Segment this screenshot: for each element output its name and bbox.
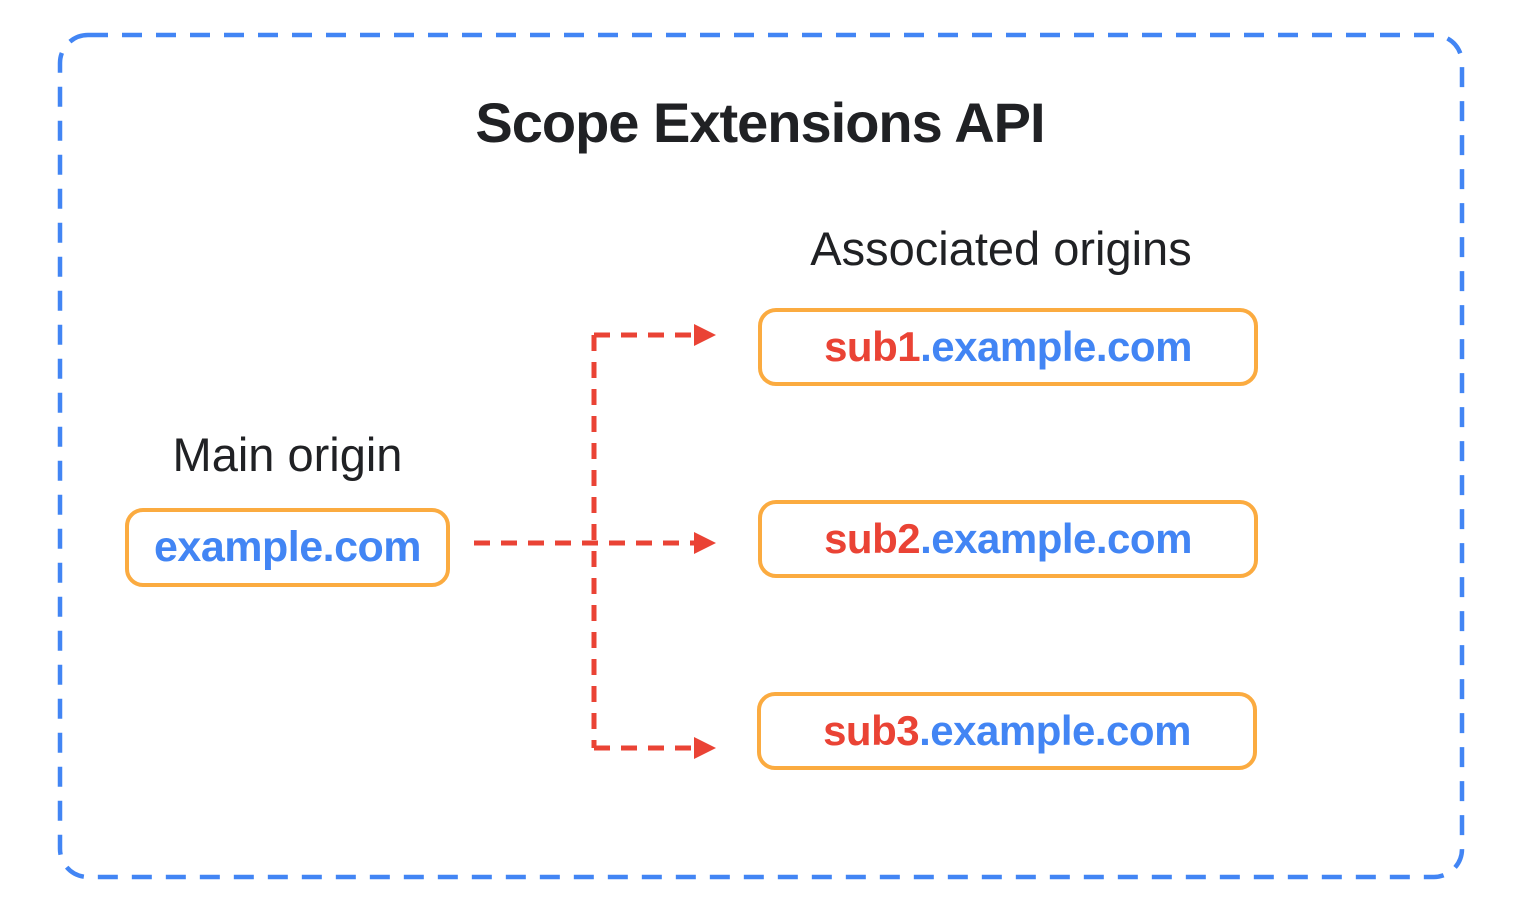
associated-origin-box-sub3: sub3.example.com [757,692,1257,770]
diagram-title: Scope Extensions API [475,91,1045,154]
main-origin-domain: example.com [154,523,421,571]
sub3-subdomain-text: sub3 [823,707,920,754]
connectors [474,324,716,759]
scope-boundary-border [57,32,1465,880]
arrowhead-sub3-icon [694,737,716,759]
associated-origin-box-sub1: sub1.example.com [758,308,1258,386]
arrowhead-sub1-icon [694,324,716,346]
sub3-domain-suffix-text: .example.com [919,707,1191,754]
main-origin-label: Main origin [172,428,403,481]
sub2-domain-suffix-text: .example.com [920,515,1192,562]
sub1-domain-suffix-text: .example.com [920,323,1192,370]
sub1-subdomain-text: sub1 [824,323,921,370]
associated-origins-label: Associated origins [810,222,1192,275]
arrowhead-sub2-icon [694,532,716,554]
sub2-subdomain-text: sub2 [824,515,921,562]
main-origin-box: example.com [125,508,450,587]
associated-origin-box-sub2: sub2.example.com [758,500,1258,578]
